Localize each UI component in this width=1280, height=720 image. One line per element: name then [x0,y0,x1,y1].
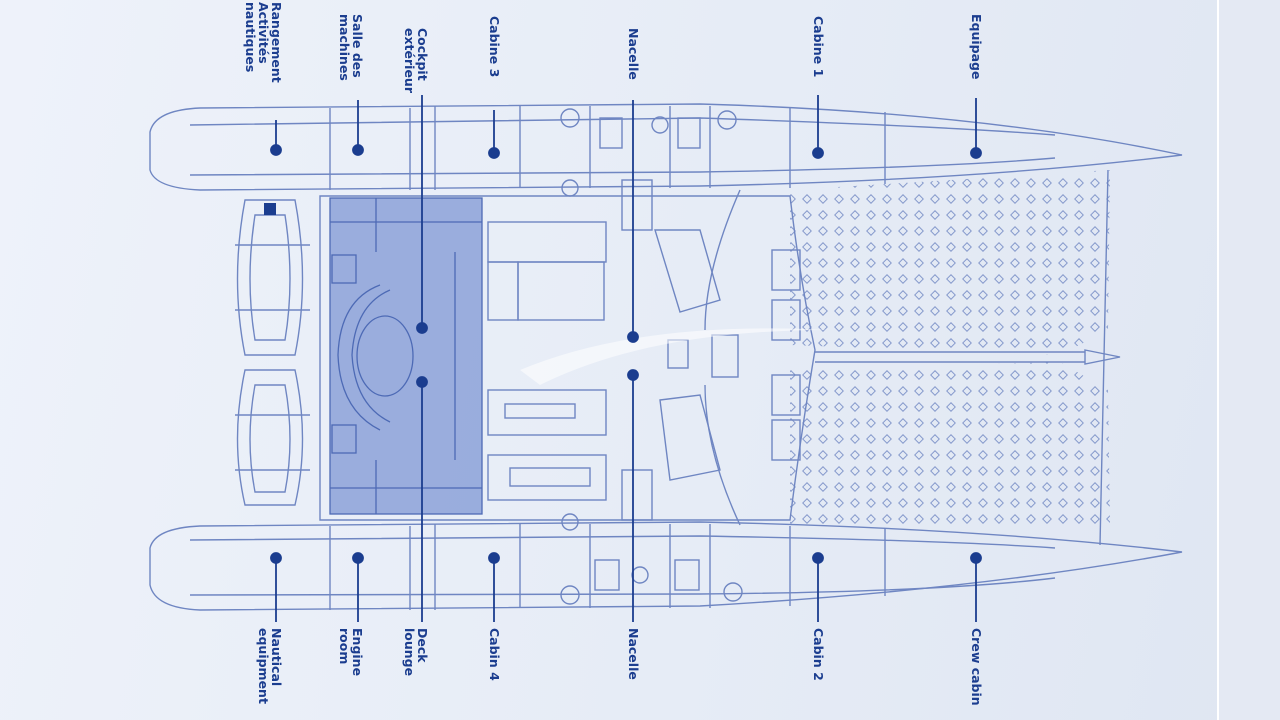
hull-bottom [149,521,1183,611]
trampoline-net-top [790,170,1110,355]
page-edge-shade [1219,0,1280,720]
dinghy-bottom [236,369,304,506]
watermark-swoosh [520,328,830,385]
trampoline-net-bottom [790,362,1110,525]
hull-top [149,103,1183,191]
dinghy-top [236,199,304,356]
bridge-deck [319,195,816,521]
deck-lounge-area [330,198,482,514]
page-edge-line [1217,0,1219,720]
